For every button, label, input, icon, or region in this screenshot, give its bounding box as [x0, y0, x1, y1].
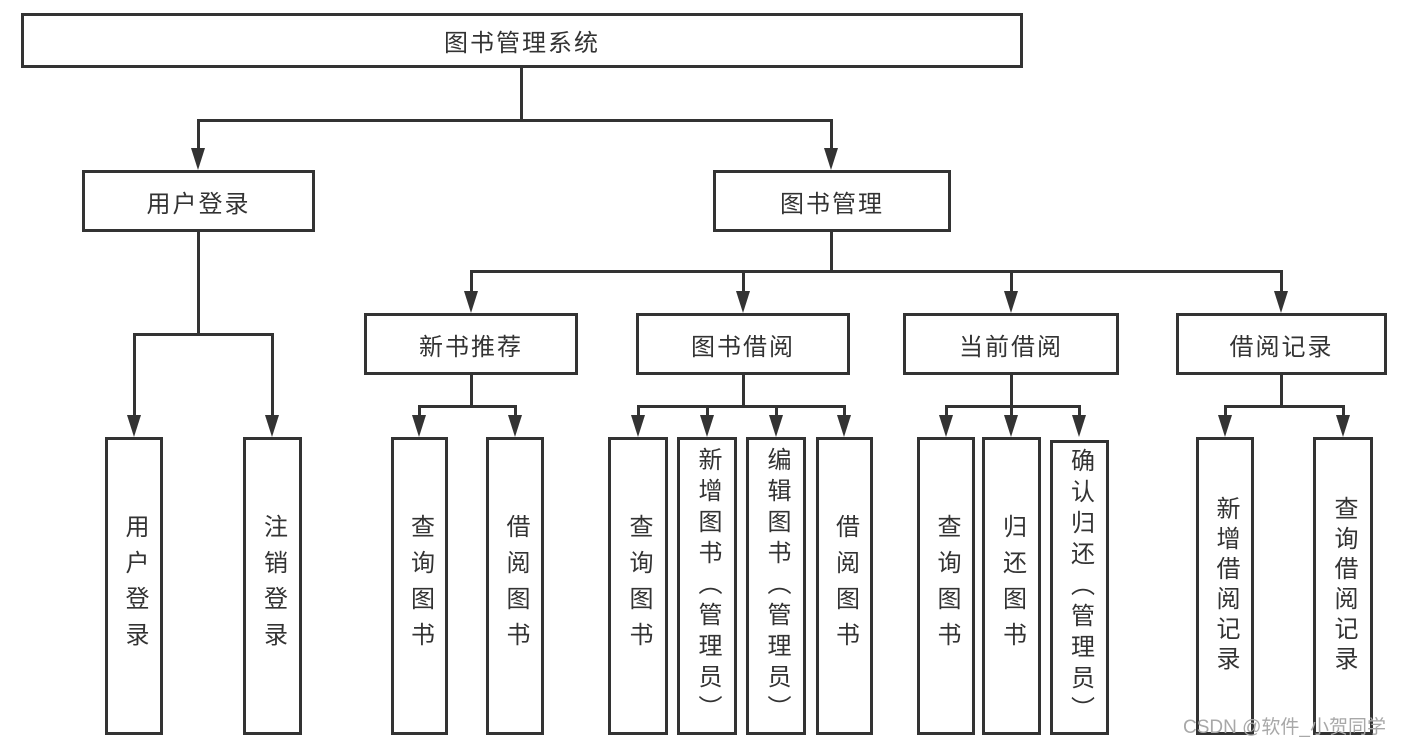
node-label: 确认归还（管理员）: [1066, 448, 1094, 727]
edge-borrow-records-down: [1280, 375, 1283, 408]
edge-root-split: [197, 119, 833, 122]
edge-book-borrow-split: [637, 405, 846, 408]
edge-stem-user-login: [197, 119, 200, 150]
edge-book-management-split: [470, 270, 1283, 273]
arrowhead-edit-book: [769, 415, 783, 437]
arrowhead-logout-leaf: [265, 415, 279, 437]
node-borrow-records: 借阅记录: [1176, 313, 1387, 375]
node-label: 查询借阅记录: [1330, 496, 1357, 676]
arrowhead-query-books-3: [939, 415, 953, 437]
node-query-books-borrow: 查询图书: [608, 437, 668, 735]
node-label: 用户登录: [146, 190, 251, 218]
arrowhead-user-login: [191, 148, 205, 170]
arrowhead-add-record: [1218, 415, 1232, 437]
node-label: 查询图书: [406, 514, 434, 658]
node-label: 新增图书（管理员）: [694, 446, 721, 726]
edge-stem-query-books-3: [945, 405, 948, 417]
node-label: 新增借阅记录: [1212, 496, 1239, 676]
edge-root-down: [520, 68, 523, 122]
node-user-login-leaf: 用户登录: [105, 437, 163, 735]
edge-borrow-records-split: [1224, 405, 1344, 408]
node-confirm-return-admin: 确认归还（管理员）: [1050, 440, 1109, 735]
arrowhead-new-book: [464, 291, 478, 313]
node-edit-book-admin: 编辑图书（管理员）: [746, 437, 806, 735]
arrowhead-add-book: [700, 415, 714, 437]
edge-stem-borrow-books-1: [514, 405, 517, 417]
arrowhead-confirm-return: [1072, 415, 1086, 437]
node-new-book-recommend: 新书推荐: [364, 313, 578, 375]
edge-stem-login-leaf: [133, 333, 136, 417]
edge-stem-book-borrow: [742, 270, 745, 295]
node-label: 图书借阅: [691, 333, 795, 361]
edge-user-login-down: [197, 232, 200, 336]
edge-stem-query-books-2: [637, 405, 640, 417]
node-label: 编辑图书（管理员）: [763, 446, 790, 726]
edge-stem-confirm-return: [1078, 405, 1081, 417]
arrowhead-borrow-records: [1274, 291, 1288, 313]
edge-stem-logout-leaf: [271, 333, 274, 417]
node-label: 借阅图书: [502, 514, 529, 658]
node-label: 用户登录: [121, 514, 148, 658]
edge-stem-new-book: [470, 270, 473, 295]
edge-stem-add-book: [706, 405, 709, 417]
node-query-borrow-record: 查询借阅记录: [1313, 437, 1373, 735]
edge-new-book-down: [470, 375, 473, 408]
csdn-watermark: CSDN @软件_小贺同学: [1183, 717, 1386, 738]
node-label: 借阅记录: [1229, 333, 1334, 361]
edge-stem-borrow-records: [1280, 270, 1283, 295]
arrowhead-borrow-books-2: [837, 415, 851, 437]
node-book-borrow: 图书借阅: [636, 313, 850, 375]
node-query-books-recommend: 查询图书: [391, 437, 448, 735]
edge-book-management-down: [830, 232, 833, 273]
node-user-login: 用户登录: [82, 170, 315, 232]
node-return-books: 归还图书: [982, 437, 1041, 735]
node-label: 图书管理: [780, 190, 884, 218]
node-add-book-admin: 新增图书（管理员）: [677, 437, 737, 735]
node-label: 图书管理系统: [444, 30, 600, 57]
node-label: 查询图书: [625, 514, 652, 658]
node-label: 注销登录: [259, 514, 287, 658]
arrowhead-borrow-books-1: [508, 415, 522, 437]
node-add-borrow-record: 新增借阅记录: [1196, 437, 1254, 735]
arrowhead-book-borrow: [736, 291, 750, 313]
edge-current-borrow-split: [945, 405, 1081, 408]
node-current-borrow: 当前借阅: [903, 313, 1119, 375]
edge-stem-current-borrow: [1010, 270, 1013, 295]
node-label: 查询图书: [933, 514, 960, 658]
node-borrow-books-recommend: 借阅图书: [486, 437, 544, 735]
edge-stem-query-record: [1342, 405, 1345, 417]
edge-stem-book-management: [830, 119, 833, 150]
arrowhead-query-books-2: [631, 415, 645, 437]
arrowhead-query-books-1: [412, 415, 426, 437]
edge-stem-add-record: [1224, 405, 1227, 417]
node-query-books-current: 查询图书: [917, 437, 975, 735]
node-label: 当前借阅: [959, 333, 1063, 361]
node-library-management-system: 图书管理系统: [21, 13, 1023, 68]
edge-stem-borrow-books-2: [843, 405, 846, 417]
edge-stem-edit-book: [775, 405, 778, 417]
edge-stem-query-books-1: [418, 405, 421, 417]
node-label: 新书推荐: [419, 333, 523, 361]
edge-user-login-split: [133, 333, 274, 336]
arrowhead-return-books: [1004, 415, 1018, 437]
node-book-management: 图书管理: [713, 170, 951, 232]
edge-stem-return-books: [1010, 405, 1013, 417]
node-label: 归还图书: [998, 514, 1026, 658]
arrowhead-current-borrow: [1004, 291, 1018, 313]
node-logout-leaf: 注销登录: [243, 437, 302, 735]
node-label: 借阅图书: [831, 514, 859, 658]
arrowhead-book-management: [824, 148, 838, 170]
edge-new-book-split: [418, 405, 517, 408]
arrowhead-login-leaf: [127, 415, 141, 437]
node-borrow-books: 借阅图书: [816, 437, 873, 735]
edge-current-borrow-down: [1010, 375, 1013, 408]
edge-book-borrow-down: [742, 375, 745, 408]
arrowhead-query-record: [1336, 415, 1350, 437]
